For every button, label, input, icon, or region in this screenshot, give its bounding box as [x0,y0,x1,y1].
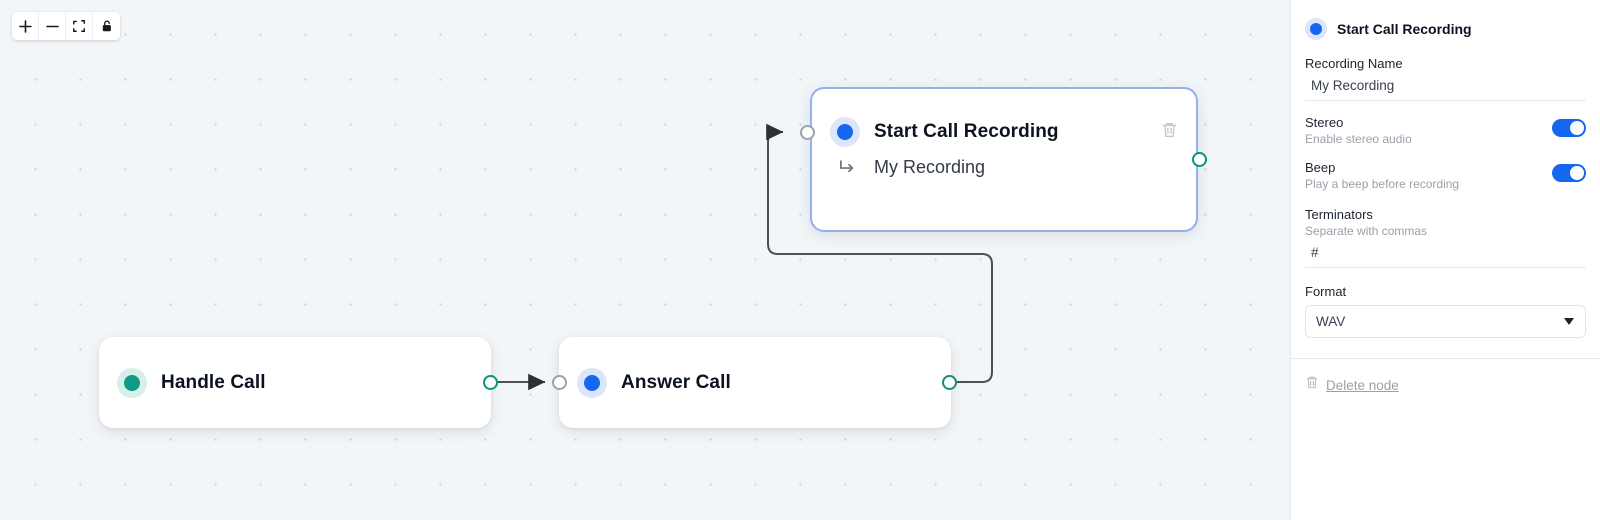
handle-source-answer-call[interactable] [942,375,957,390]
terminators-hint: Separate with commas [1305,224,1428,238]
flow-canvas[interactable]: Handle Call Answer Call Start Call Recor… [0,0,1290,520]
stereo-hint: Enable stereo audio [1305,132,1412,146]
node-handle-call[interactable]: Handle Call [99,337,491,428]
node-subtitle: My Recording [874,157,986,177]
field-recording-name: Recording Name [1305,56,1586,101]
handle-source-handle-call[interactable] [483,375,498,390]
panel-status-dot [1305,18,1327,40]
node-properties-panel: Start Call Recording Recording Name Ster… [1290,0,1600,520]
format-select[interactable]: WAV [1305,305,1586,338]
node-start-call-recording[interactable]: Start Call Recording [810,87,1198,232]
beep-label: Beep [1305,160,1336,175]
node-status-dot [830,117,860,147]
field-format: Format WAV [1305,284,1586,338]
chevron-down-icon [1564,318,1574,325]
handle-target-answer-call[interactable] [552,375,567,390]
format-selected-value: WAV [1316,314,1346,329]
field-stereo: Stereo Enable stereo audio [1305,115,1586,146]
terminators-input[interactable] [1305,241,1586,268]
delete-node-link[interactable]: Delete node [1291,359,1600,395]
node-title: Answer Call [621,371,731,393]
format-label: Format [1305,284,1347,299]
canvas-toolbar [12,12,120,40]
arrow-return-icon [834,159,860,176]
lock-icon [100,19,114,33]
beep-toggle[interactable] [1552,164,1586,182]
recording-name-label: Recording Name [1305,56,1403,71]
trash-icon [1161,121,1178,144]
terminators-label: Terminators [1305,207,1373,222]
stereo-toggle[interactable] [1552,119,1586,137]
recording-name-input[interactable] [1305,74,1586,101]
fit-view-button[interactable] [66,12,93,40]
delete-node-label: Delete node [1326,377,1399,393]
beep-hint: Play a beep before recording [1305,177,1460,191]
zoom-out-button[interactable] [39,12,66,40]
trash-icon [1305,375,1319,395]
node-status-dot [577,367,607,398]
zoom-out-icon [45,19,60,34]
fit-view-icon [72,19,86,33]
field-beep: Beep Play a beep before recording [1305,160,1586,191]
panel-body: Recording Name Stereo Enable stereo audi… [1291,56,1600,338]
stereo-label: Stereo [1305,115,1344,130]
panel-title: Start Call Recording [1337,21,1472,37]
node-status-dot [117,367,147,398]
zoom-in-button[interactable] [12,12,39,40]
node-title: Handle Call [161,371,266,393]
lock-button[interactable] [93,12,120,40]
node-delete-button[interactable] [1161,121,1178,144]
panel-divider [1291,358,1600,359]
zoom-in-icon [18,19,33,34]
handle-source-start-call-recording[interactable] [1192,152,1207,167]
handle-target-start-call-recording[interactable] [800,125,815,140]
node-title: Start Call Recording [874,121,1059,142]
node-subtitle-row: My Recording [812,157,1196,178]
node-answer-call[interactable]: Answer Call [559,337,951,428]
panel-header: Start Call Recording [1291,0,1600,40]
field-terminators: Terminators Separate with commas [1305,207,1586,268]
edge-layer [498,123,993,391]
